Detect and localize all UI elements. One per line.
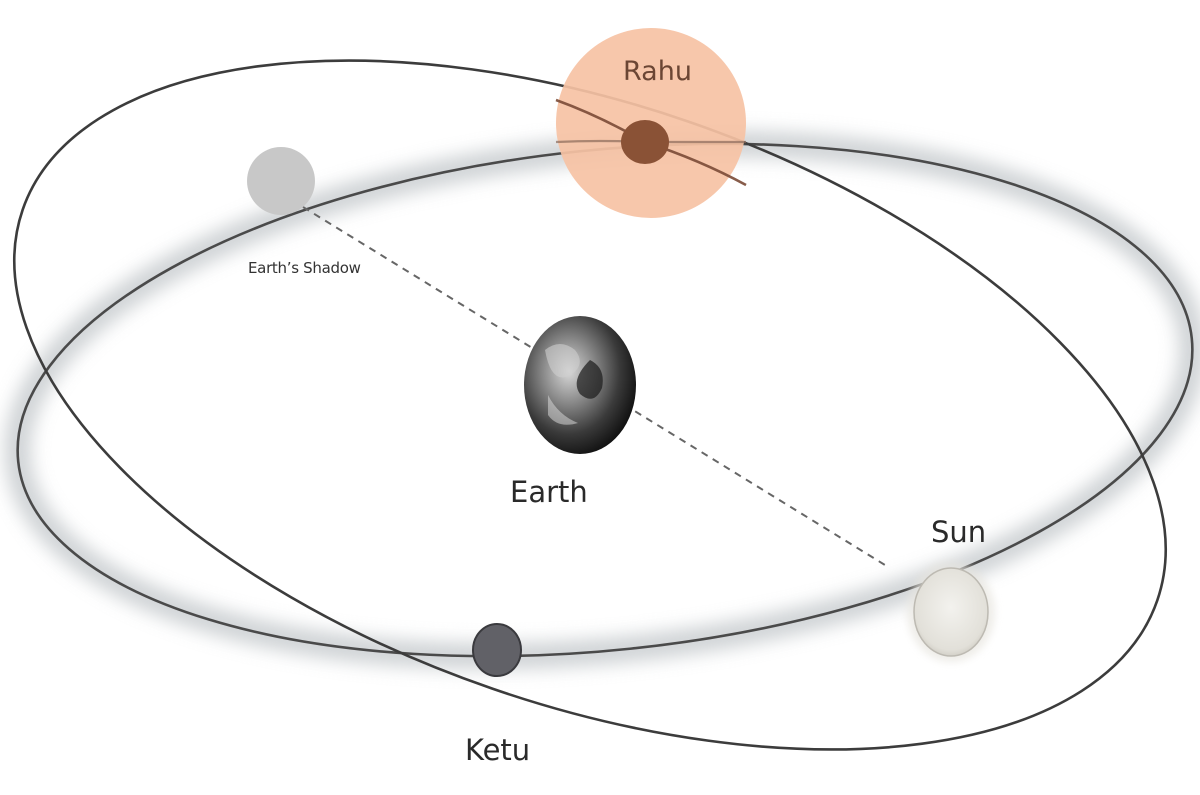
rahu-label: Rahu — [623, 56, 692, 87]
sun-label: Sun — [931, 515, 987, 549]
sun-body — [907, 562, 995, 662]
earth-shadow-body — [247, 147, 315, 215]
ketu-label: Ketu — [465, 733, 531, 767]
earth-shadow-label: Earth’s Shadow — [248, 259, 361, 277]
ketu-node — [472, 623, 522, 677]
earth-body — [524, 316, 636, 454]
earth-label: Earth — [510, 475, 588, 509]
rahu-node — [555, 28, 747, 218]
